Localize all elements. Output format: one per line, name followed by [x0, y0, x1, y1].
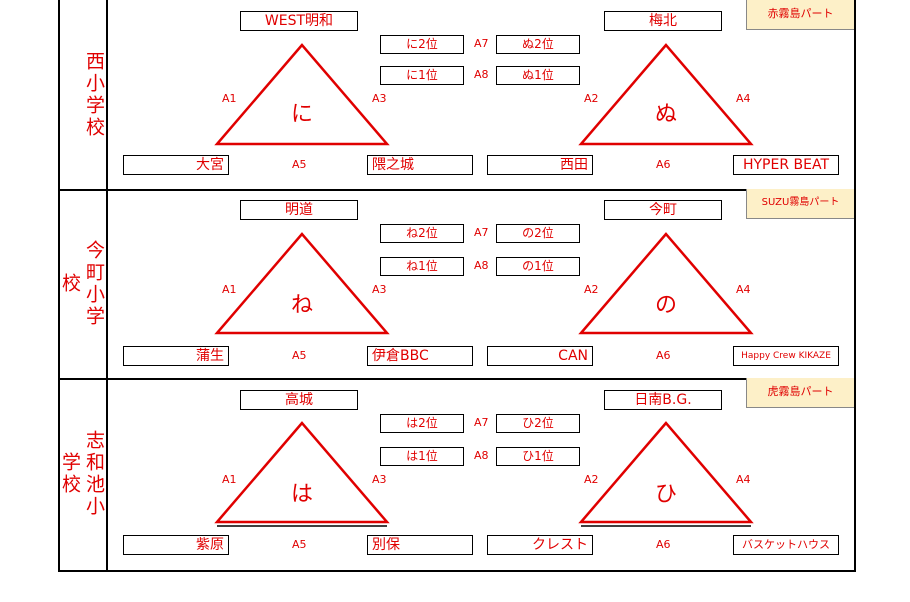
rank-left-2nd: に2位	[380, 35, 464, 54]
label-a6: A6	[656, 349, 671, 362]
triangle-right	[578, 232, 754, 335]
label-a3: A3	[372, 283, 387, 296]
rank-left-1st: に1位	[380, 66, 464, 85]
school-name: 今町小学校	[59, 239, 105, 328]
school-name: 西小学校	[83, 50, 105, 139]
label-a8: A8	[474, 449, 489, 462]
rank-left-2nd: ね2位	[380, 224, 464, 243]
label-a4: A4	[736, 283, 751, 296]
part-label: SUZU霧島パート	[746, 189, 854, 219]
school-column: 西小学校	[60, 0, 108, 189]
group-right: ひ	[654, 482, 677, 507]
triangle-left	[214, 232, 390, 335]
team-bottom-4: HYPER BEAT	[733, 155, 839, 175]
label-a7: A7	[474, 416, 489, 429]
team-bottom-1: 蒲生	[123, 346, 229, 366]
part-label: 虎霧島パート	[746, 378, 854, 408]
triangle-right	[578, 43, 754, 146]
team-top-right: 今町	[604, 200, 722, 220]
label-a5: A5	[292, 349, 307, 362]
label-a6: A6	[656, 158, 671, 171]
team-bottom-4: バスケットハウス	[733, 535, 839, 555]
team-bottom-3: クレスト	[487, 535, 593, 555]
rank-right-1st: の1位	[496, 257, 580, 276]
school-column: 志和池小学校	[59, 378, 108, 570]
label-a6: A6	[656, 538, 671, 551]
label-a3: A3	[372, 92, 387, 105]
team-bottom-2: 伊倉BBC	[367, 346, 473, 366]
label-a5: A5	[292, 538, 307, 551]
rank-right-1st: ぬ1位	[496, 66, 580, 85]
part-label: 赤霧島パート	[746, 0, 854, 30]
label-a7: A7	[474, 37, 489, 50]
triangle-left	[214, 421, 390, 527]
label-a4: A4	[736, 92, 751, 105]
section-nishi: 西小学校 赤霧島パート WEST明和 梅北 に2位 A7 ぬ2位 に1位 A8 …	[60, 0, 854, 191]
triangle-right	[578, 421, 754, 527]
label-a7: A7	[474, 226, 489, 239]
label-a8: A8	[474, 259, 489, 272]
label-a3: A3	[372, 473, 387, 486]
group-left: に	[290, 102, 313, 127]
school-name: 志和池小学校	[59, 430, 105, 518]
rank-right-2nd: ひ2位	[496, 414, 580, 433]
label-a8: A8	[474, 68, 489, 81]
bracket-sheet: 西小学校 赤霧島パート WEST明和 梅北 に2位 A7 ぬ2位 に1位 A8 …	[58, 0, 856, 572]
section-shiwachi: 志和池小学校 虎霧島パート 高城 日南B.G. は2位 A7 ひ2位 は1位 A…	[59, 378, 854, 570]
team-bottom-1: 大宮	[123, 155, 229, 175]
team-top-left: 高城	[240, 390, 358, 410]
team-bottom-1: 紫原	[123, 535, 229, 555]
group-left: ね	[290, 293, 313, 318]
label-a5: A5	[292, 158, 307, 171]
group-right: の	[654, 293, 677, 318]
rank-left-2nd: は2位	[380, 414, 464, 433]
rank-right-1st: ひ1位	[496, 447, 580, 466]
triangle-left	[214, 43, 390, 146]
label-a1: A1	[222, 473, 237, 486]
group-left: は	[290, 482, 313, 507]
label-a1: A1	[222, 283, 237, 296]
team-top-right: 梅北	[604, 11, 722, 31]
rank-left-1st: ね1位	[380, 257, 464, 276]
label-a2: A2	[584, 92, 599, 105]
team-bottom-4: Happy Crew KIKAZE	[733, 346, 839, 366]
label-a2: A2	[584, 473, 599, 486]
team-bottom-2: 別保	[367, 535, 473, 555]
rank-left-1st: は1位	[380, 447, 464, 466]
label-a4: A4	[736, 473, 751, 486]
team-bottom-3: CAN	[487, 346, 593, 366]
school-column: 今町小学校	[59, 189, 108, 378]
section-imamachi: 今町小学校 SUZU霧島パート 明道 今町 ね2位 A7 の2位 ね1位 A8 …	[59, 189, 854, 380]
label-a2: A2	[584, 283, 599, 296]
team-top-left: 明道	[240, 200, 358, 220]
rank-right-2nd: の2位	[496, 224, 580, 243]
group-right: ぬ	[654, 102, 677, 127]
rank-right-2nd: ぬ2位	[496, 35, 580, 54]
label-a1: A1	[222, 92, 237, 105]
team-top-right: 日南B.G.	[604, 390, 722, 410]
team-top-left: WEST明和	[240, 11, 358, 31]
team-bottom-3: 西田	[487, 155, 593, 175]
team-bottom-2: 隈之城	[367, 155, 473, 175]
